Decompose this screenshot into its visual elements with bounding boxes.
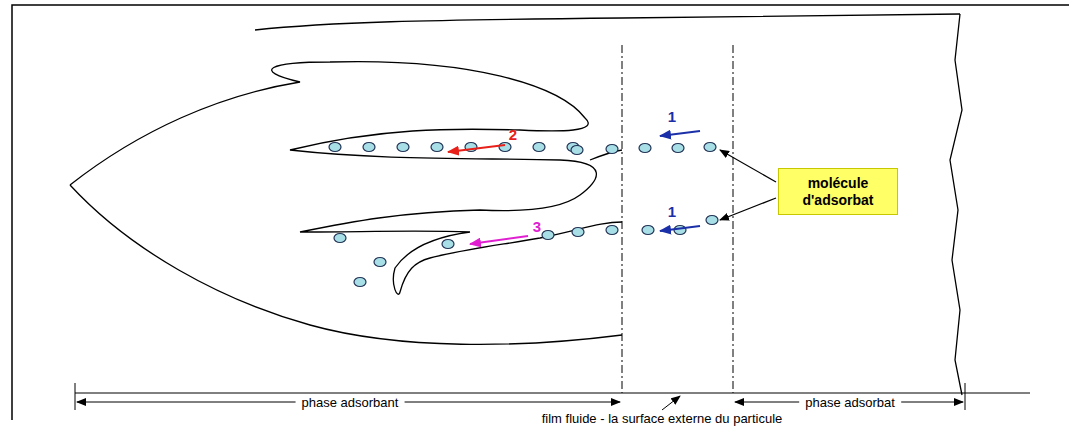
callout-number: 3 <box>533 218 541 235</box>
molecule <box>499 143 511 152</box>
molecule <box>334 234 346 243</box>
particle-outline <box>70 14 962 395</box>
dimension-label: phase adsorbat <box>799 395 901 410</box>
molecule <box>571 146 583 155</box>
molecule <box>572 228 584 237</box>
tick <box>965 383 966 410</box>
molecule <box>329 143 341 152</box>
molecule <box>606 145 618 154</box>
molecule <box>363 143 375 152</box>
diffusion-arrow <box>448 145 505 152</box>
molecule <box>542 231 554 240</box>
label-text: molécule d'adsorbat <box>789 175 887 207</box>
adsorbate-molecules <box>329 143 718 287</box>
molecule <box>704 143 716 152</box>
leader-arrow <box>720 198 776 220</box>
callout-number: 2 <box>509 126 517 143</box>
molecule <box>706 216 718 225</box>
frame <box>12 5 1069 420</box>
molecule <box>606 226 618 235</box>
molecule <box>639 144 651 153</box>
diffusion-arrow <box>660 226 700 231</box>
film-boundary <box>622 45 733 393</box>
base-line <box>75 393 1030 394</box>
callout-number: 1 <box>668 108 676 125</box>
leader-arrow <box>662 396 680 410</box>
molecule <box>374 258 386 267</box>
molecule <box>397 143 409 152</box>
diffusion-arrow <box>660 131 700 136</box>
tick <box>75 383 76 410</box>
dimension-label: film fluide - la surface externe du part… <box>536 411 789 426</box>
callout-number: 1 <box>668 203 676 220</box>
dimension-label: phase adsorbant <box>296 395 405 410</box>
molecule <box>431 143 443 152</box>
molecule <box>533 143 545 152</box>
molecule <box>442 240 454 249</box>
molecule <box>672 144 684 153</box>
leader-arrow <box>720 150 776 182</box>
molecule <box>642 226 654 235</box>
label-box: molécule d'adsorbat <box>778 168 898 215</box>
molecule <box>354 278 366 287</box>
diffusion-arrow <box>470 236 528 244</box>
